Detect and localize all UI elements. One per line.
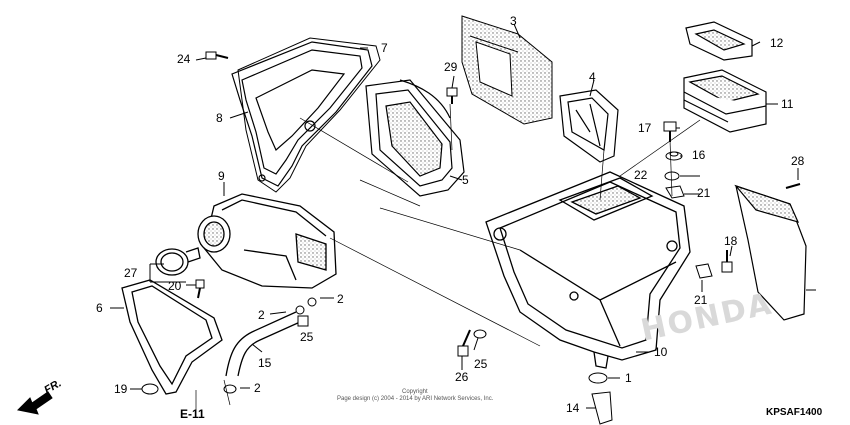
- callout-21b: 21: [694, 293, 708, 307]
- callout-23: 25: [474, 357, 488, 371]
- callout-21a: 21: [697, 186, 711, 200]
- callout-2b: 2: [258, 308, 265, 322]
- callout-2c: 2: [254, 381, 261, 395]
- copyright-line1: Copyright: [402, 389, 428, 395]
- air-cleaner-case: [485, 171, 691, 369]
- callout-19: 19: [114, 382, 128, 396]
- screw-20: [195, 279, 205, 299]
- small-parts: [141, 297, 613, 425]
- callout-2a: 2: [337, 292, 344, 306]
- drain-tube: [225, 311, 301, 377]
- element-bracket: [559, 89, 619, 163]
- callout-3: 3: [510, 14, 517, 28]
- callout-26: 26: [455, 370, 469, 384]
- callout-4: 4: [589, 70, 596, 84]
- callout-16: 16: [692, 148, 706, 162]
- cover-seal: [237, 37, 381, 193]
- callout-10: 10: [654, 345, 668, 359]
- foam-element: [461, 15, 553, 125]
- connecting-band: [155, 247, 201, 276]
- callout-8: 8: [216, 111, 223, 125]
- callout-17: 17: [638, 121, 652, 135]
- reference-label: E-11: [180, 407, 205, 421]
- callout-12: 12: [770, 36, 784, 50]
- callout-18: 18: [724, 234, 738, 248]
- callout-11: 11: [781, 97, 794, 111]
- callout-25b: 25: [300, 330, 314, 344]
- element-frame: [365, 79, 465, 197]
- diagram-code: KPSAF1400: [766, 407, 823, 418]
- callout-24: 27: [124, 266, 138, 280]
- duct-cap: [685, 21, 753, 61]
- callout-1: 1: [625, 371, 632, 385]
- case-gasket: [121, 279, 223, 395]
- bolt-29: [446, 87, 458, 104]
- callout-leaders: [110, 23, 816, 409]
- callout-20: 20: [168, 279, 182, 293]
- screw-27: [205, 51, 229, 60]
- callout-5: 5: [462, 173, 469, 187]
- front-arrow-icon: [16, 391, 53, 415]
- copyright-line2: Page design (c) 2004 - 2014 by ARI Netwo…: [337, 396, 494, 402]
- air-cleaner-cover: [231, 41, 373, 187]
- callout-27: 24: [177, 52, 191, 66]
- callout-14: 14: [566, 401, 580, 415]
- intake-boot: [683, 69, 767, 133]
- assembly-lines: [195, 103, 701, 410]
- side-cover: [734, 183, 807, 321]
- callout-7: 7: [381, 41, 388, 55]
- callout-29: 29: [444, 60, 458, 74]
- callout-15: 15: [258, 356, 272, 370]
- callout-28: 28: [791, 154, 805, 168]
- callout-6: 6: [96, 301, 103, 315]
- callout-22: 22: [634, 168, 648, 182]
- fasteners-right: [663, 121, 733, 279]
- air-cleaner-housing: [197, 193, 337, 289]
- callout-9: 9: [218, 169, 225, 183]
